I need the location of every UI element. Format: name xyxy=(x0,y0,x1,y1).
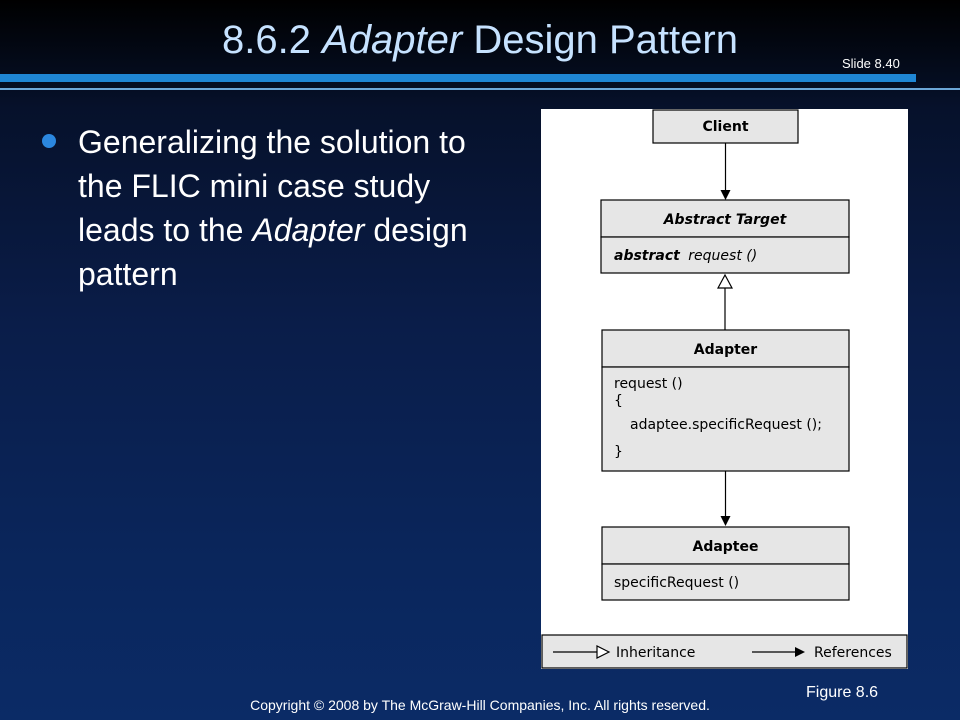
bullet-point: Generalizing the solution to the FLIC mi… xyxy=(78,120,498,296)
title-italic: Adapter xyxy=(322,18,463,62)
bullet-text-after: design pattern xyxy=(78,212,468,292)
title-number: 8.6.2 xyxy=(222,18,311,62)
legend: Inheritance References xyxy=(541,634,908,669)
abstract-operation-name: request () xyxy=(688,248,757,264)
slide-number: Slide 8.40 xyxy=(842,56,900,71)
abstract-keyword: abstract xyxy=(614,248,681,264)
bullet-text-before: Generalizing the solution to the FLIC mi… xyxy=(78,124,466,248)
title-thin-rule xyxy=(0,88,960,90)
slide-title: 8.6.2 Adapter Design Pattern xyxy=(0,16,960,64)
inheritance-arrow xyxy=(716,273,734,330)
adapter-body-line: request () xyxy=(614,376,683,392)
adapter-class-box: Adapter request () { adaptee.specificReq… xyxy=(601,329,850,472)
legend-inheritance-label: Inheritance xyxy=(616,645,695,661)
client-class-name: Client xyxy=(702,119,748,135)
abstract-target-class-name: Abstract Target xyxy=(663,212,788,228)
adapter-body-line: adaptee.specificRequest (); xyxy=(630,417,822,433)
adaptee-class-name: Adaptee xyxy=(692,539,758,555)
adapter-class-name: Adapter xyxy=(694,342,758,358)
abstract-target-operation: abstract request () xyxy=(614,248,757,264)
adaptee-operation: specificRequest () xyxy=(614,575,739,591)
bullet-icon xyxy=(42,134,56,148)
bullet-text-italic: Adapter xyxy=(252,212,365,248)
adapter-uml-diagram: Client Abstract Target abstract request … xyxy=(541,109,908,669)
adapter-body-line: { xyxy=(614,393,623,409)
legend-references-label: References xyxy=(814,645,892,661)
copyright-notice: Copyright © 2008 by The McGraw-Hill Comp… xyxy=(250,697,710,713)
adapter-body-line: } xyxy=(614,444,623,460)
title-accent-rule xyxy=(0,74,916,82)
title-rest: Design Pattern xyxy=(473,18,738,62)
legend-inheritance-arrowhead-icon xyxy=(596,645,611,659)
adaptee-class-box: Adaptee specificRequest () xyxy=(601,526,850,601)
uml-figure-panel: Client Abstract Target abstract request … xyxy=(541,109,908,669)
client-class-box: Client xyxy=(652,109,799,144)
figure-label: Figure 8.6 xyxy=(806,684,879,701)
abstract-target-class-box: Abstract Target abstract request () xyxy=(600,199,850,274)
